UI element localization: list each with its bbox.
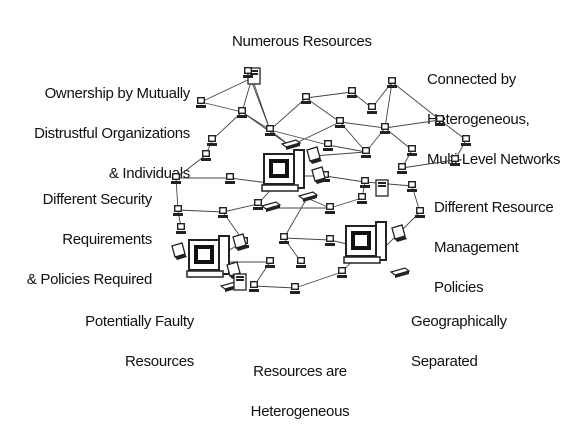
laptop-icon <box>171 242 188 261</box>
small-pc-icon <box>461 135 471 146</box>
laptop-icon <box>306 146 323 165</box>
small-pc-icon <box>407 181 417 192</box>
small-pc-icon <box>196 97 206 108</box>
label-resource-management: Different Resource Management Policies <box>434 199 554 296</box>
small-pc-icon <box>249 281 259 292</box>
network-link <box>329 197 363 209</box>
small-pc-icon <box>265 125 275 136</box>
network-hub-icon <box>261 201 281 213</box>
network-link <box>305 97 341 123</box>
server-tower-icon <box>233 273 247 291</box>
network-link <box>283 237 331 241</box>
label-geographically-separated: Geographically Separated <box>411 313 507 370</box>
network-link <box>384 81 393 129</box>
label-connected-networks: Connected by Heterogeneous, Multi-Level … <box>427 71 561 168</box>
small-pc-icon <box>279 233 289 244</box>
network-link <box>312 151 367 157</box>
label-security: Different Security Requirements & Polici… <box>26 191 153 288</box>
small-pc-icon <box>323 140 333 151</box>
network-link <box>251 77 271 131</box>
network-link <box>391 81 441 121</box>
small-pc-icon <box>218 207 228 218</box>
small-pc-icon <box>265 257 275 268</box>
small-pc-icon <box>347 87 357 98</box>
network-link <box>384 119 441 129</box>
network-link <box>324 175 366 183</box>
network-link <box>222 203 259 213</box>
small-pc-icon <box>171 173 181 184</box>
small-pc-icon <box>325 235 335 246</box>
small-pc-icon <box>361 147 371 158</box>
network-link <box>401 159 456 169</box>
small-pc-icon <box>415 207 425 218</box>
small-pc-icon <box>337 267 347 278</box>
laptop-icon <box>311 166 328 185</box>
network-link <box>327 144 367 153</box>
small-pc-icon <box>176 223 186 234</box>
desktop-computer-icon <box>343 221 387 264</box>
network-link <box>305 91 353 99</box>
small-pc-icon <box>407 145 417 156</box>
network-link <box>200 77 253 103</box>
network-devices <box>171 67 471 294</box>
desktop-computer-icon <box>261 149 305 192</box>
network-link <box>177 209 224 213</box>
small-pc-icon <box>397 163 407 174</box>
label-numerous-resources: Numerous Resources <box>232 33 372 50</box>
small-pc-icon <box>387 77 397 88</box>
small-pc-icon <box>237 107 247 118</box>
server-tower-icon <box>375 179 389 197</box>
small-pc-icon <box>290 283 300 294</box>
network-hub-icon <box>390 267 410 279</box>
small-pc-icon <box>173 205 183 216</box>
small-pc-icon <box>207 135 217 146</box>
label-faulty-resources: Potentially Faulty Resources <box>85 313 194 370</box>
small-pc-icon <box>296 257 306 268</box>
small-pc-icon <box>301 93 311 104</box>
network-hub-icon <box>298 191 318 203</box>
network-link <box>339 121 386 129</box>
network-link <box>294 271 343 289</box>
small-pc-icon <box>201 150 211 161</box>
small-pc-icon <box>380 123 390 134</box>
small-pc-icon <box>435 115 445 126</box>
small-pc-icon <box>243 67 253 78</box>
small-pc-icon <box>450 155 460 166</box>
network-link <box>253 285 296 289</box>
small-pc-icon <box>357 193 367 204</box>
small-pc-icon <box>325 203 335 214</box>
small-pc-icon <box>335 117 345 128</box>
network-link <box>200 101 243 113</box>
network-link <box>269 97 307 131</box>
network-link <box>269 129 329 146</box>
network-link <box>283 197 308 239</box>
desktop-computer-icon <box>186 235 230 278</box>
small-pc-icon <box>367 103 377 114</box>
laptop-icon <box>232 233 249 252</box>
network-diagram <box>171 67 471 294</box>
small-pc-icon <box>225 173 235 184</box>
small-pc-icon <box>360 177 370 188</box>
small-pc-icon <box>253 199 263 210</box>
